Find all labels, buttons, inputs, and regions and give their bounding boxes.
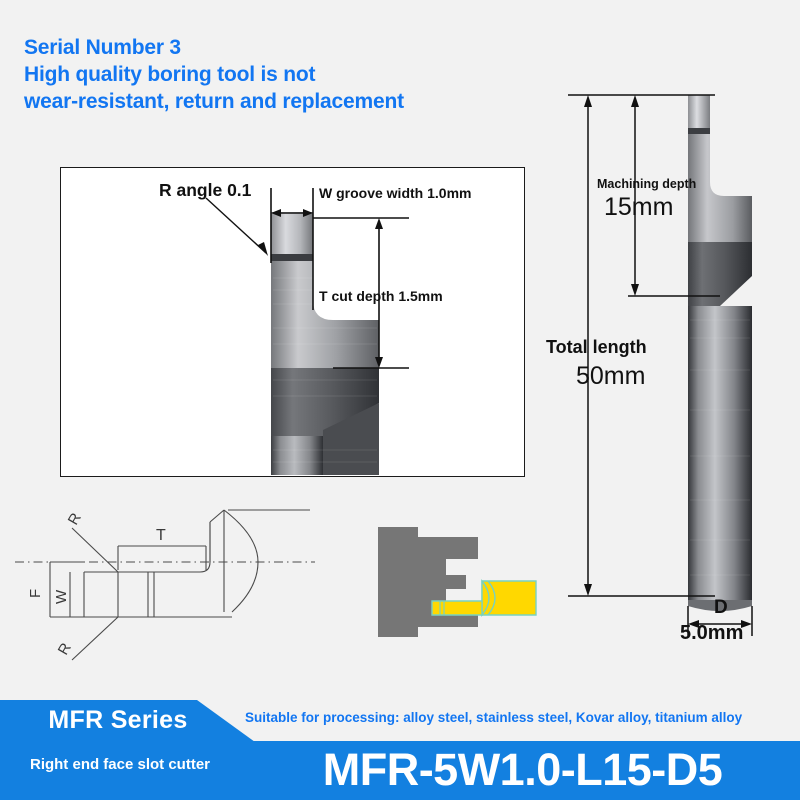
- schematic-label-r-top: R: [65, 510, 85, 528]
- schematic-label-w: W: [53, 589, 70, 604]
- product-code: MFR-5W1.0-L15-D5: [322, 744, 723, 795]
- total-length-label: Total length: [546, 337, 647, 357]
- tool-detail-drawing: R angle 0.1 W groove width 1.0mm T cut d…: [159, 180, 471, 475]
- diameter-value: 5.0mm: [680, 622, 744, 644]
- application-diagram: [370, 505, 555, 655]
- total-length-value: 50mm: [576, 362, 646, 390]
- schematic-label-t: T: [156, 527, 166, 544]
- tool-detail-panel: R angle 0.1 W groove width 1.0mm T cut d…: [60, 167, 525, 477]
- tool-line-schematic: F W T R R: [10, 500, 320, 670]
- page-header: Serial Number 3 High quality boring tool…: [24, 34, 544, 115]
- product-banner: MFR Series Right end face slot cutter Su…: [0, 700, 800, 800]
- schematic-label-r-bottom: R: [55, 640, 75, 658]
- annotation-t-depth: T cut depth 1.5mm: [319, 288, 443, 304]
- machining-depth-label: Machining depth: [597, 177, 697, 191]
- series-subtitle: Right end face slot cutter: [29, 756, 211, 773]
- tool-overview-illustration: [540, 70, 800, 660]
- banner-main-bar: [0, 741, 800, 800]
- machining-depth-value: 15mm: [604, 193, 674, 221]
- series-title: MFR Series: [48, 706, 188, 734]
- header-tagline-2: wear-resistant, return and replacement: [24, 90, 404, 113]
- annotation-r-angle: R angle 0.1: [159, 180, 252, 200]
- header-serial-number: Serial Number 3: [24, 36, 181, 59]
- tool-insert-shank: [481, 580, 537, 616]
- diameter-letter: D: [714, 597, 728, 618]
- suitable-materials-text: Suitable for processing: alloy steel, st…: [245, 710, 743, 725]
- annotation-w-groove: W groove width 1.0mm: [319, 185, 471, 201]
- workpiece-shape: [378, 527, 478, 637]
- schematic-label-f: F: [27, 589, 44, 598]
- header-tagline-1: High quality boring tool is not: [24, 63, 316, 86]
